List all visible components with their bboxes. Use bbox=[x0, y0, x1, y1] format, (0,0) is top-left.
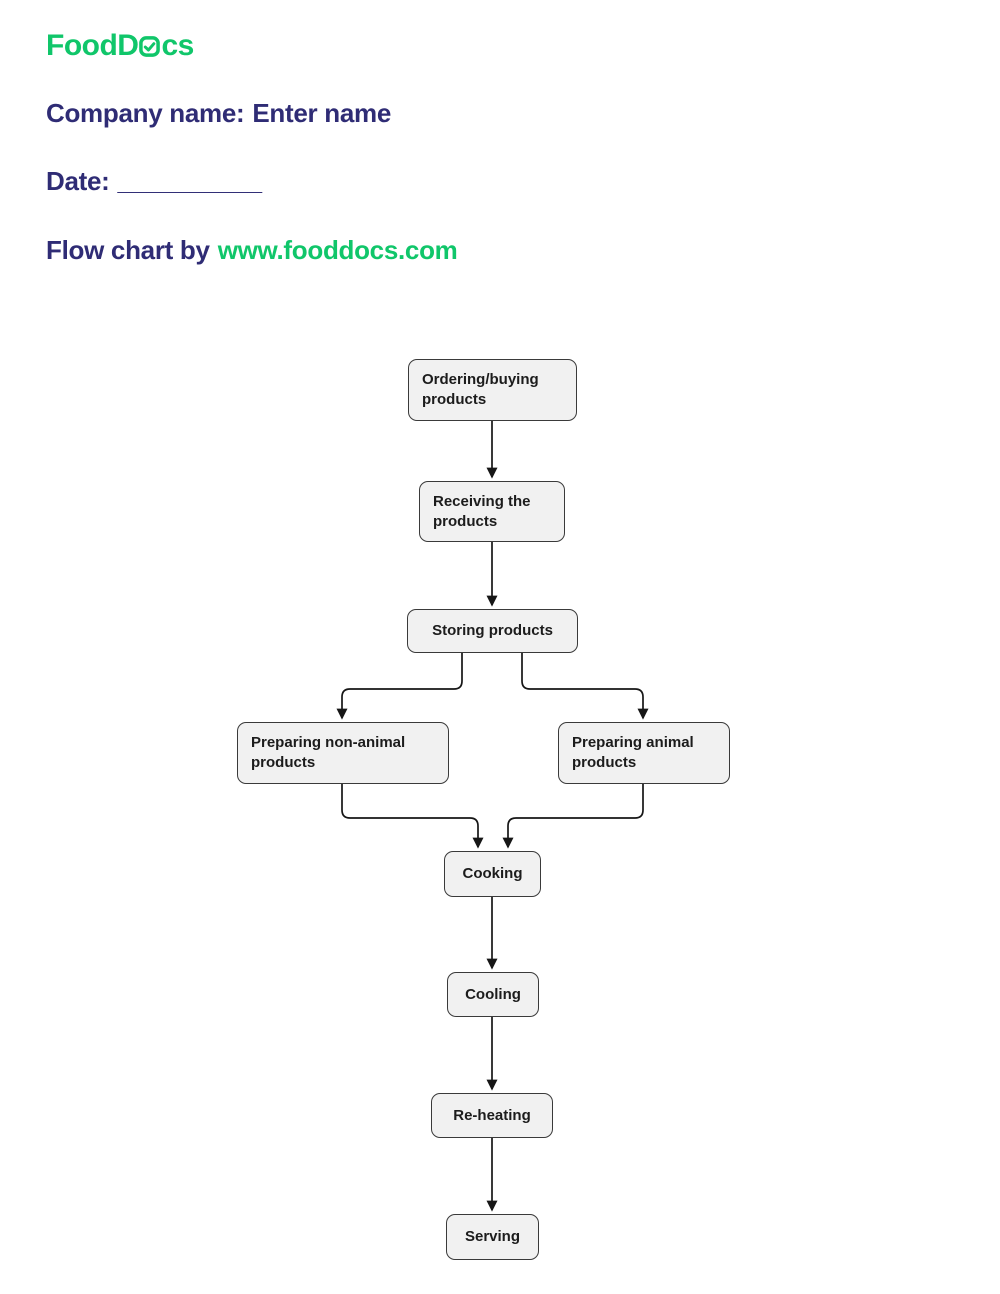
fooddocs-link[interactable]: www.fooddocs.com bbox=[217, 235, 458, 265]
flow-node-storing-products: Storing products bbox=[407, 609, 578, 653]
fooddocs-logo: FoodD cs bbox=[46, 29, 194, 65]
flow-node-cooling: Cooling bbox=[447, 972, 539, 1017]
date-line: Date:__________ bbox=[46, 166, 262, 197]
company-name-value: Enter name bbox=[252, 98, 391, 128]
edge-prep-animal-cooking bbox=[502, 784, 644, 849]
flow-node-preparing-non-animal-products: Preparing non-animal products bbox=[237, 722, 449, 784]
date-blank-field: __________ bbox=[117, 166, 263, 196]
edge-prep-non-animal-cooking bbox=[341, 784, 484, 849]
logo-text-part2: cs bbox=[161, 29, 194, 62]
logo-check-icon bbox=[139, 31, 161, 65]
edge-storing-prep-animal bbox=[521, 653, 649, 720]
flow-node-preparing-animal-products: Preparing animal products bbox=[558, 722, 730, 784]
company-name-line: Company name:Enter name bbox=[46, 98, 391, 129]
flow-node-cooking: Cooking bbox=[444, 851, 541, 897]
flow-node-ordering-buying-products: Ordering/buying products bbox=[408, 359, 577, 421]
flow-node-receiving-the-products: Receiving the products bbox=[419, 481, 565, 542]
company-name-label: Company name: bbox=[46, 98, 245, 128]
edge-storing-prep-non-animal bbox=[336, 653, 463, 720]
flow-node-re-heating: Re-heating bbox=[431, 1093, 553, 1138]
flow-node-serving: Serving bbox=[446, 1214, 539, 1260]
date-label: Date: bbox=[46, 166, 110, 196]
logo-text-part1: FoodD bbox=[46, 29, 139, 62]
byline-prefix: Flow chart by bbox=[46, 235, 210, 265]
